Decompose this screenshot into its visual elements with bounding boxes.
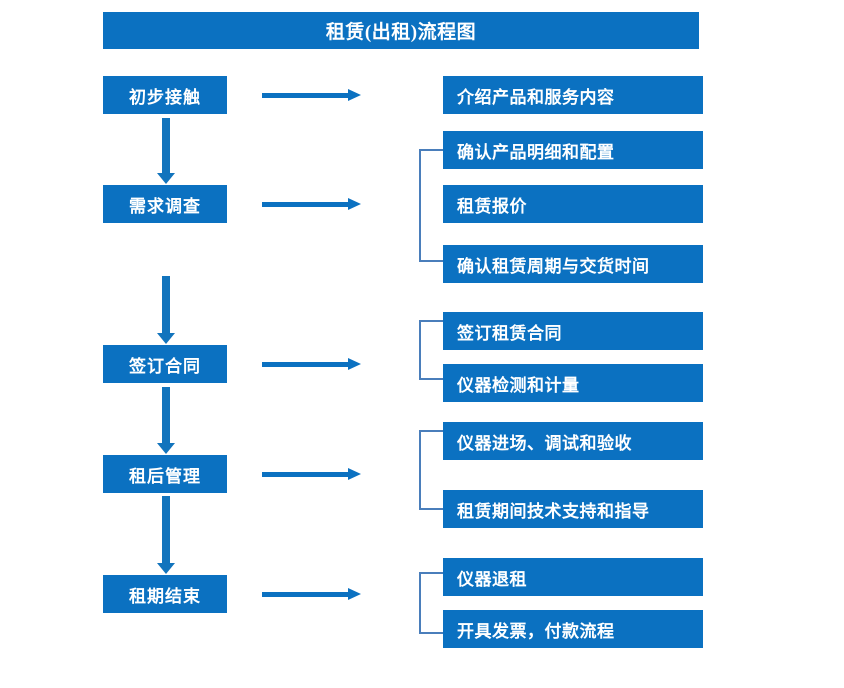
arrow-shaft [262,592,350,597]
arrow-head [157,173,175,184]
stage-box-initial-contact[interactable]: 初步接触 [103,76,227,114]
detail-box-technical-support[interactable]: 租赁期间技术支持和指导 [443,490,703,528]
right-arrow-from-rental-end [262,586,362,602]
group-bracket-post-rental-management [419,430,443,510]
arrow-head [157,333,175,344]
arrow-shaft [262,362,350,367]
arrow-head [348,358,361,370]
detail-box-introduce-products[interactable]: 介绍产品和服务内容 [443,76,703,114]
stage-box-sign-contract[interactable]: 签订合同 [103,345,227,383]
group-bracket-requirement-survey [419,149,443,262]
arrow-head [348,198,361,210]
arrow-shaft [162,496,170,563]
detail-box-confirm-rental-period[interactable]: 确认租赁周期与交货时间 [443,245,703,283]
down-arrow-contact-to-survey [157,118,175,184]
detail-box-instrument-onsite-acceptance[interactable]: 仪器进场、调试和验收 [443,422,703,460]
group-bracket-sign-contract [419,320,443,380]
arrow-shaft [262,472,350,477]
detail-box-sign-rental-contract[interactable]: 签订租赁合同 [443,312,703,350]
detail-box-instrument-inspection[interactable]: 仪器检测和计量 [443,364,703,402]
stage-box-post-rental-management[interactable]: 租后管理 [103,455,227,493]
arrow-head [157,563,175,574]
down-arrow-management-to-end [157,496,175,574]
down-arrow-survey-to-contract [157,276,175,344]
detail-box-instrument-return[interactable]: 仪器退租 [443,558,703,596]
detail-box-rental-quotation[interactable]: 租赁报价 [443,185,703,223]
detail-box-invoice-payment[interactable]: 开具发票，付款流程 [443,610,703,648]
arrow-head [348,468,361,480]
arrow-head [157,443,175,454]
page-title: 租赁(出租)流程图 [103,12,699,49]
arrow-shaft [162,118,170,173]
right-arrow-from-requirement-survey [262,196,362,212]
right-arrow-from-initial-contact [262,87,362,103]
arrow-shaft [262,93,350,98]
arrow-head [348,588,361,600]
stage-box-requirement-survey[interactable]: 需求调查 [103,185,227,223]
arrow-shaft [162,276,170,333]
down-arrow-contract-to-management [157,387,175,454]
detail-box-confirm-product-spec[interactable]: 确认产品明细和配置 [443,131,703,169]
stage-box-rental-end[interactable]: 租期结束 [103,575,227,613]
group-bracket-rental-end [419,572,443,634]
right-arrow-from-post-rental-management [262,466,362,482]
right-arrow-from-sign-contract [262,356,362,372]
arrow-shaft [162,387,170,443]
arrow-shaft [262,202,350,207]
arrow-head [348,89,361,101]
